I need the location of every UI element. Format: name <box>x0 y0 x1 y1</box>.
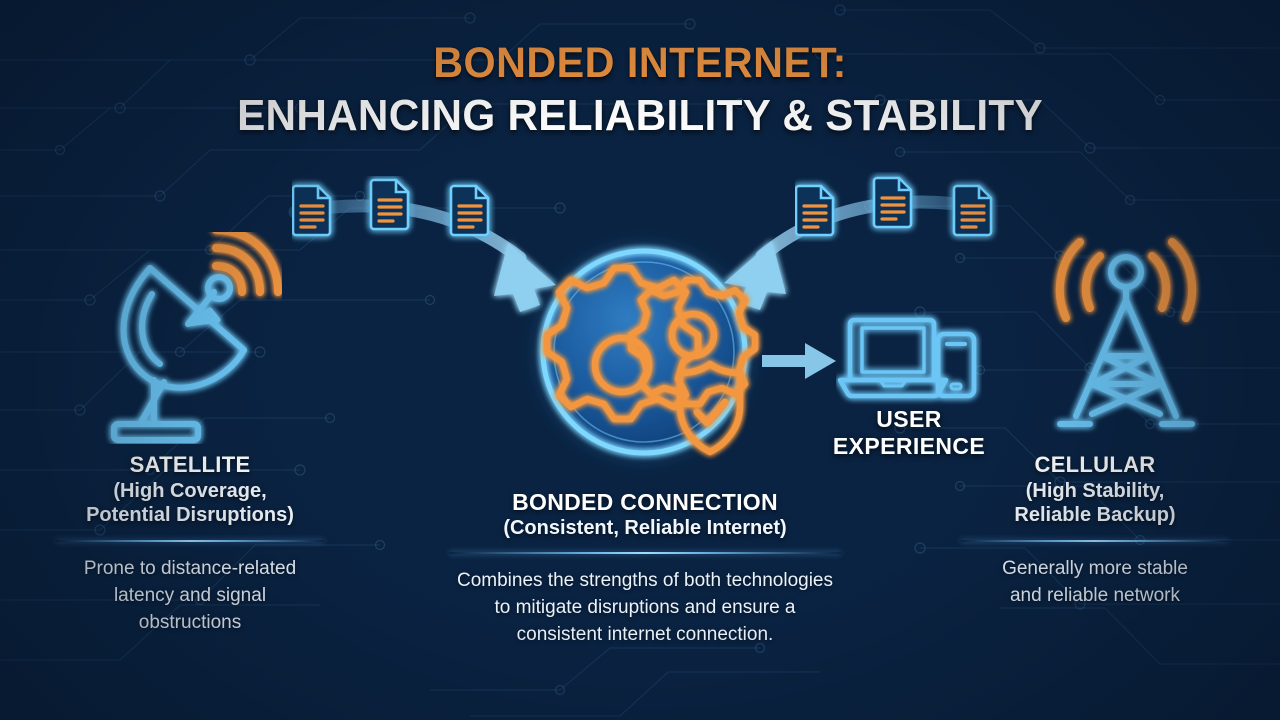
document-packet-icon <box>292 184 332 237</box>
hub-description-line-3: consistent internet connection. <box>516 624 774 646</box>
document-packet-icon <box>952 184 993 237</box>
satellite-divider <box>56 539 324 542</box>
hub-title: BONDED CONNECTION <box>512 489 778 515</box>
cellular-description: Generally more stable and reliable netwo… <box>915 556 1275 610</box>
cellular-subtitle-line-2: Reliable Backup) <box>1014 504 1176 527</box>
satellite-subtitle-line-2: Potential Disruptions) <box>86 504 294 527</box>
satellite-description-line-3: obstructions <box>138 611 242 633</box>
cellular-title: CELLULAR <box>1034 452 1156 477</box>
document-packet-icon <box>369 178 410 231</box>
arrow-right-icon <box>762 343 836 379</box>
hub-description-line-2: to mitigate disruptions and ensure a <box>494 597 796 619</box>
satellite-title: SATELLITE <box>129 452 251 477</box>
hub-description-line-1: Combines the strengths of both technolog… <box>456 570 833 592</box>
cellular-description-line-1: Generally more stable <box>1002 557 1188 579</box>
ux-label-line-1: USER <box>876 406 942 432</box>
satellite-dish-icon <box>111 232 282 443</box>
hub-subtitle: (Consistent, Reliable Internet) <box>503 517 787 540</box>
cellular-node: CELLULAR (High Stability, Reliable Backu… <box>915 452 1275 610</box>
satellite-description-line-1: Prone to distance-related <box>83 557 297 579</box>
left-packet-group <box>292 178 490 237</box>
hub-description: Combines the strengths of both technolog… <box>398 568 892 649</box>
cellular-subtitle-line-1: (High Stability, <box>1025 479 1165 502</box>
cellular-description-line-2: and reliable network <box>1009 584 1181 606</box>
right-packet-group <box>795 176 993 237</box>
document-packet-icon <box>449 184 490 237</box>
document-packet-icon <box>795 184 835 237</box>
bonded-connection-node: BONDED CONNECTION (Consistent, Reliable … <box>398 488 892 649</box>
satellite-subtitle-line-1: (High Coverage, <box>113 479 267 502</box>
satellite-description: Prone to distance-related latency and si… <box>8 556 372 637</box>
cellular-divider <box>961 539 1229 542</box>
document-packet-icon <box>872 176 913 229</box>
hub-divider <box>449 552 841 555</box>
satellite-description-line-2: latency and signal <box>113 584 267 606</box>
satellite-node: SATELLITE (High Coverage, Potential Disr… <box>8 452 372 637</box>
cell-tower-icon <box>1055 238 1197 427</box>
laptop-phone-icon <box>837 317 977 399</box>
